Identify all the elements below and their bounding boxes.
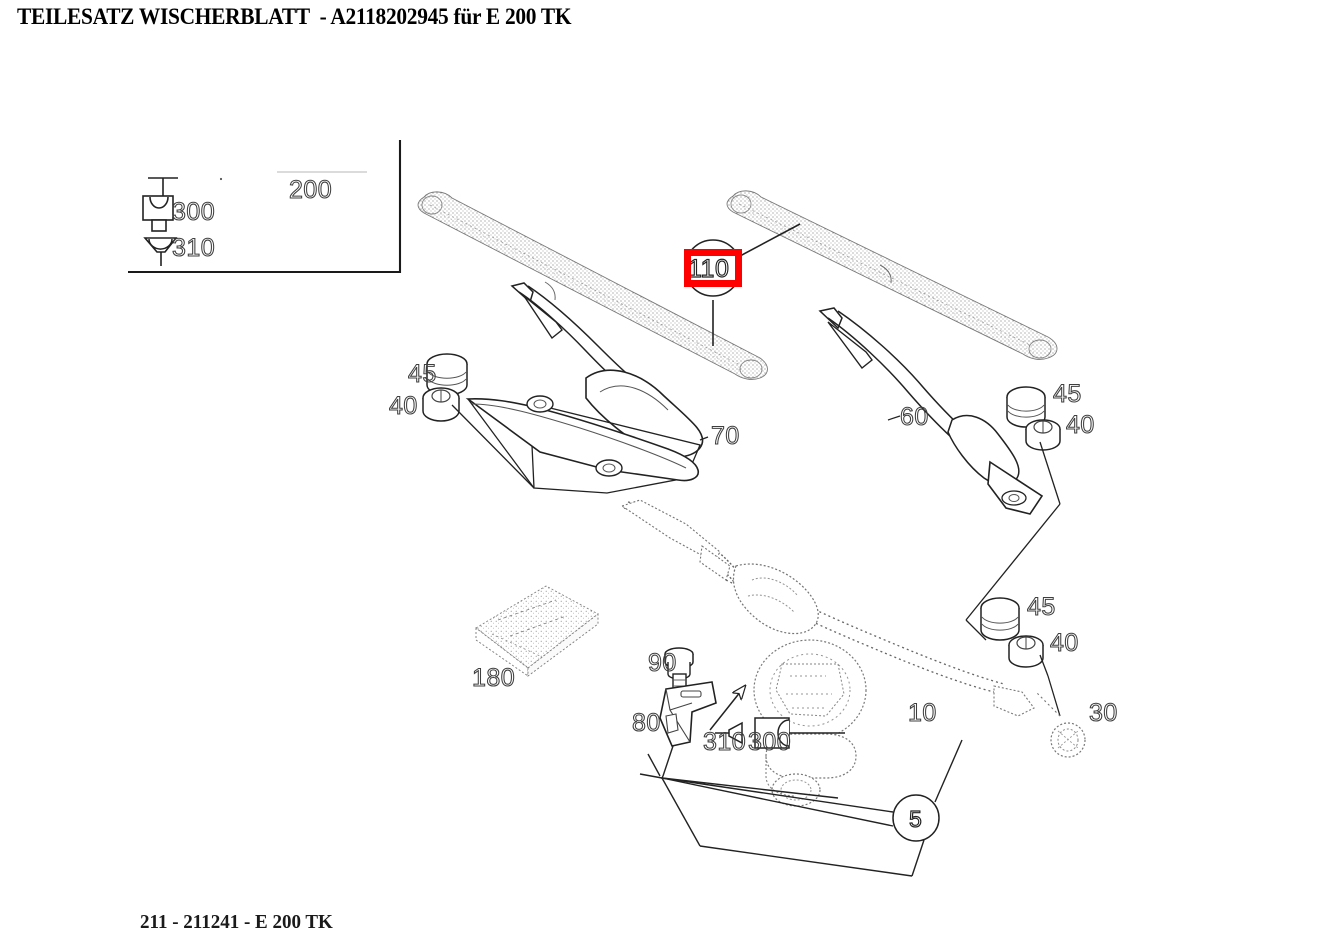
wiper-arm-left (465, 282, 709, 494)
wiper-blade-right (726, 190, 1058, 360)
part-label-310: 310 (703, 728, 746, 756)
callout-5-leaders (639, 739, 963, 877)
part-label-30: 30 (1089, 699, 1118, 727)
part-label-45-left: 45 (408, 360, 437, 388)
part-label-45-right: 45 (1053, 380, 1082, 408)
connector-symbols (715, 717, 845, 749)
part-label-200: 200 (289, 176, 332, 204)
part-label-40-lower: 40 (1050, 629, 1079, 657)
legend-part-300-label: 300 (172, 198, 215, 226)
callout-110-label: 110 (688, 255, 729, 283)
bushing-45-right (1006, 386, 1046, 428)
bushing-40-left (422, 387, 460, 422)
cover-cap-180 (475, 585, 599, 677)
connector-socket-icon (142, 177, 178, 232)
part-label-300: 300 (748, 728, 791, 756)
bushing-40-lower (1008, 635, 1044, 668)
bushing-set-left (422, 353, 535, 489)
bushing-set-right-lower (965, 597, 1061, 717)
bushing-45-left (426, 353, 468, 396)
mounting-bracket-80 (659, 681, 745, 777)
callout-110-leaders (712, 223, 801, 346)
part-label-80: 80 (632, 709, 661, 737)
bushing-45-lower (980, 597, 1020, 641)
part-label-180: 180 (472, 664, 515, 692)
part-label-10: 10 (908, 699, 937, 727)
bushing-set-right-upper (965, 386, 1061, 621)
grommet-30 (1035, 691, 1086, 758)
connector-pin-icon (143, 237, 178, 266)
linkage-assembly-5 (620, 499, 1035, 807)
part-number-labels: 300 310 200 45 40 70 60 45 40 45 40 180 … (171, 175, 1118, 756)
callout-5-label: 5 (909, 806, 922, 832)
connector-socket-300-icon (754, 717, 845, 749)
part-label-40-right: 40 (1066, 411, 1095, 439)
part-label-70: 70 (711, 422, 740, 450)
page-footer: 211 - 211241 - E 200 TK (140, 911, 333, 933)
legend-box (128, 140, 402, 274)
connector-pin-310-icon (715, 721, 743, 745)
part-label-40-left: 40 (389, 392, 418, 420)
page-title: TEILESATZ WISCHERBLATT - A2118202945 für… (17, 4, 572, 29)
wiper-blade-left (417, 191, 768, 380)
part-label-45-lower: 45 (1027, 593, 1056, 621)
wiper-arm-right (818, 307, 1044, 515)
part-label-60: 60 (900, 403, 929, 431)
part-label-90: 90 (648, 649, 677, 677)
bushing-40-right (1025, 419, 1061, 451)
callout-labels: 110 5 (687, 254, 922, 832)
legend-part-310-label: 310 (172, 234, 215, 262)
